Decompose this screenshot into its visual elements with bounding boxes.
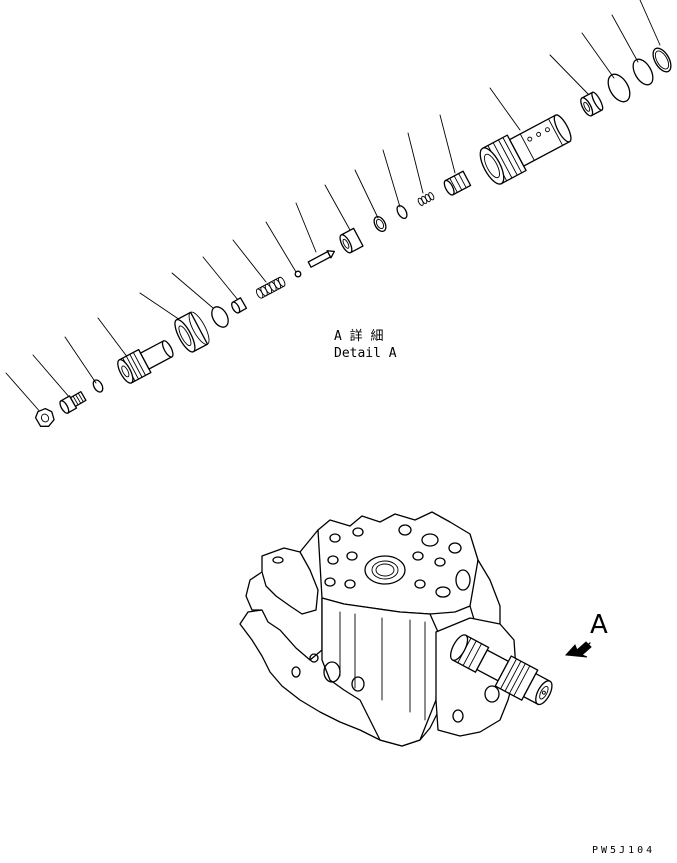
adjust-screw xyxy=(580,91,604,117)
hex-nut xyxy=(34,407,55,427)
leader-line-14 xyxy=(407,132,424,194)
leader-line-4 xyxy=(97,317,129,359)
poppet xyxy=(307,250,336,268)
leader-line-19 xyxy=(611,14,639,63)
leader-line-17 xyxy=(549,54,591,97)
drawing-code: PW5J104 xyxy=(592,845,655,856)
leader-line-5 xyxy=(139,292,184,323)
leader-lines xyxy=(5,0,661,415)
detail-caption-en: Detail A xyxy=(334,346,397,361)
leader-line-8 xyxy=(232,239,267,283)
view-arrow xyxy=(564,641,592,658)
o-ring-medium xyxy=(211,306,229,328)
leader-line-10 xyxy=(295,202,317,253)
detail-caption-jp: A 詳 細 xyxy=(334,328,383,344)
leader-line-2 xyxy=(32,354,71,399)
small-spring xyxy=(417,192,435,206)
o-ring-end xyxy=(652,47,672,73)
leader-line-15 xyxy=(439,114,456,174)
threaded-sleeve xyxy=(117,340,174,384)
o-ring-small-2 xyxy=(396,204,408,220)
leader-line-9 xyxy=(265,221,297,273)
o-ring-large xyxy=(607,73,631,103)
leader-line-7 xyxy=(202,256,239,301)
relief-valve-body xyxy=(479,114,572,185)
leader-line-3 xyxy=(64,336,97,384)
steel-ball xyxy=(294,270,302,278)
spring-seat xyxy=(231,297,248,314)
leader-line-16 xyxy=(489,87,521,131)
plug xyxy=(59,391,87,414)
leader-line-18 xyxy=(581,32,615,79)
o-ring-small xyxy=(92,379,104,393)
leader-line-13 xyxy=(382,149,401,208)
piston xyxy=(443,170,472,196)
exploded-parts xyxy=(34,47,672,427)
leader-line-1 xyxy=(5,372,43,415)
valve-seat xyxy=(339,227,364,254)
backup-ring xyxy=(373,215,387,233)
view-label: A xyxy=(590,610,608,640)
backup-ring-large xyxy=(632,58,654,86)
leader-line-12 xyxy=(354,169,379,219)
spring xyxy=(255,276,286,299)
installed-relief-valve xyxy=(449,634,553,706)
lock-nut xyxy=(174,311,210,353)
leader-line-11 xyxy=(324,184,351,231)
leader-line-6 xyxy=(171,272,214,309)
leader-line-20 xyxy=(639,0,661,46)
valve-block xyxy=(239,511,553,747)
